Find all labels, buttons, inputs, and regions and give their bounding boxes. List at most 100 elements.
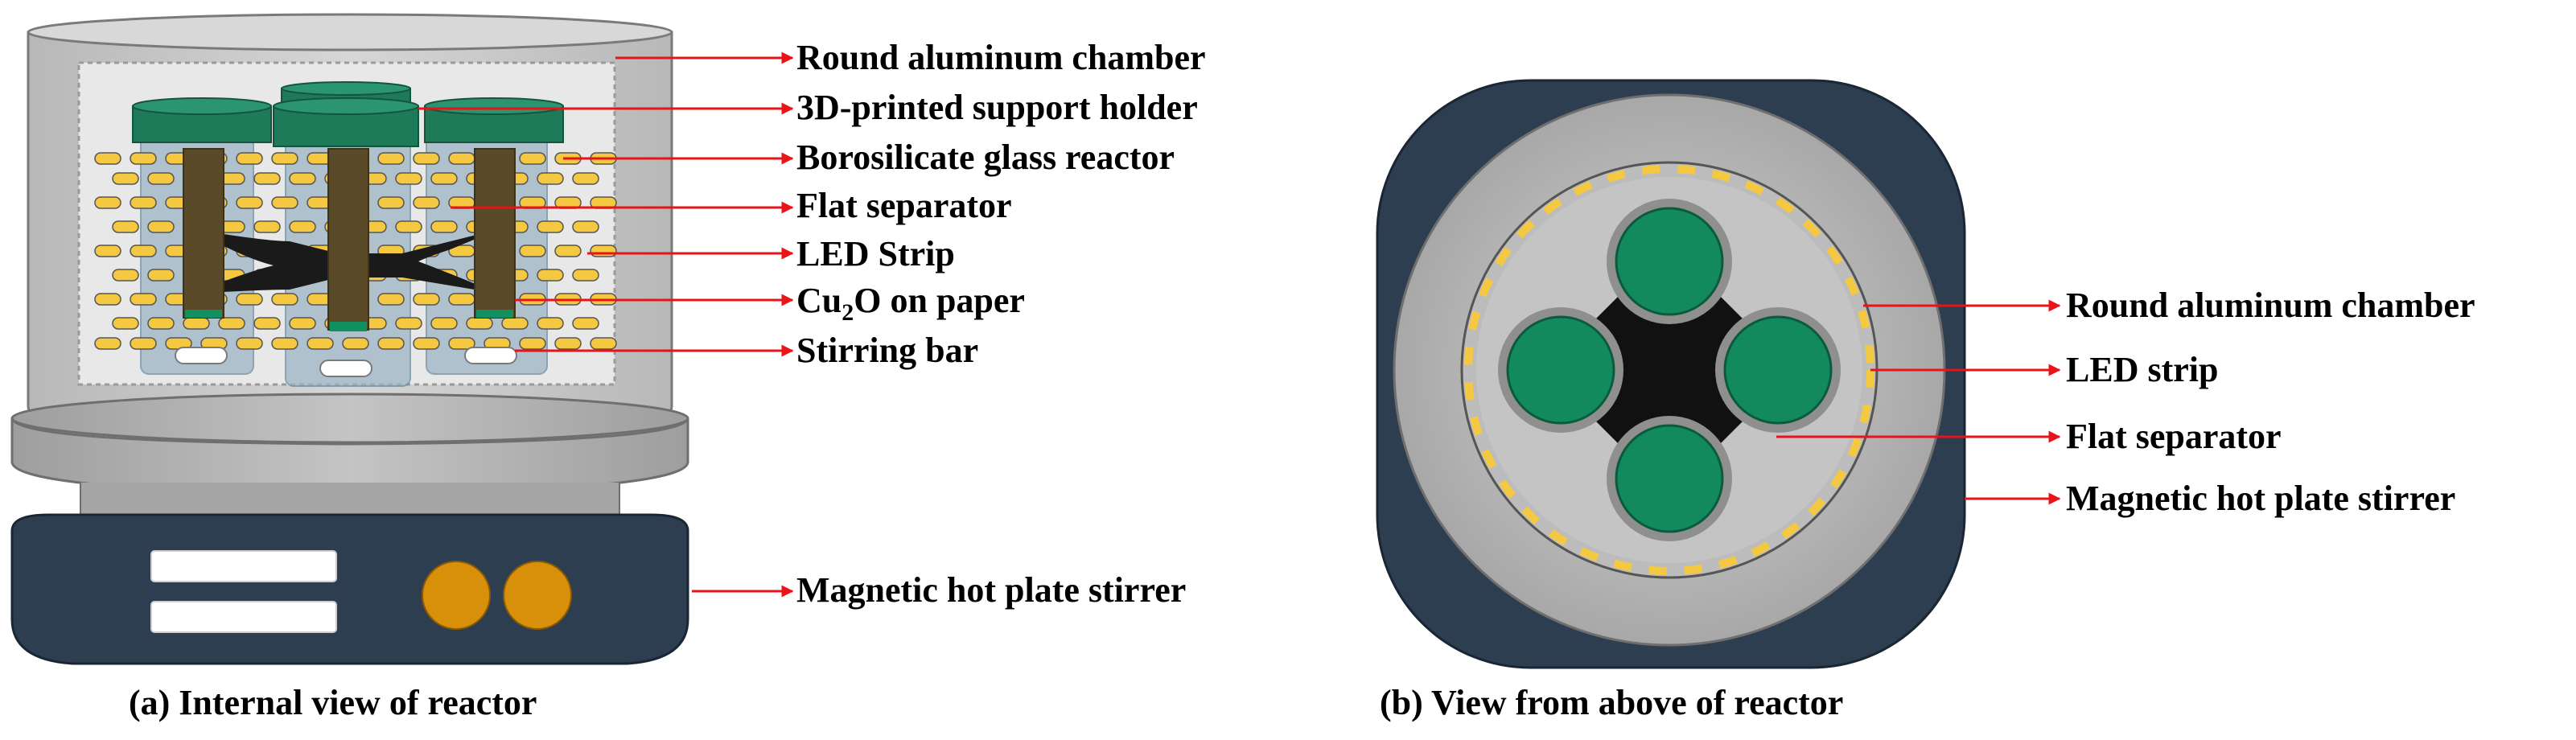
led-capsule — [130, 245, 157, 257]
led-capsule — [466, 317, 493, 330]
led-capsule — [271, 196, 298, 209]
led-capsule — [537, 172, 564, 185]
label-led-b: LED strip — [2066, 350, 2218, 389]
led-capsule — [236, 293, 263, 306]
led-capsule — [395, 172, 422, 185]
label-separator-a: Flat separator — [796, 186, 1012, 225]
led-capsule — [377, 337, 405, 350]
led-capsule — [413, 196, 440, 209]
panel-b-arrows — [1776, 299, 2061, 505]
cu2o-paper-left — [183, 148, 224, 319]
label-holder-a: 3D-printed support holder — [796, 88, 1198, 127]
led-capsule — [537, 269, 564, 282]
led-capsule — [430, 220, 458, 233]
cu2o-paper-center — [327, 148, 369, 331]
led-capsule — [342, 337, 369, 350]
led-capsule — [147, 317, 175, 330]
led-capsule — [112, 269, 139, 282]
led-capsule — [395, 220, 422, 233]
support-holder-left — [132, 97, 272, 143]
led-capsule — [236, 196, 263, 209]
led-capsule — [236, 152, 263, 165]
led-capsule — [413, 337, 440, 350]
led-capsule — [253, 172, 281, 185]
support-holder-right — [424, 97, 564, 143]
top-reactors — [1498, 199, 1841, 541]
led-capsule — [377, 293, 405, 306]
led-capsule — [112, 317, 139, 330]
led-capsule — [413, 293, 440, 306]
led-capsule — [271, 293, 298, 306]
led-capsule — [253, 220, 281, 233]
led-capsule — [590, 337, 617, 350]
label-reactor-a: Borosilicate glass reactor — [796, 138, 1175, 177]
led-capsule — [448, 152, 475, 165]
led-capsule — [519, 245, 546, 257]
label-chamber-b: Round aluminum chamber — [2066, 286, 2475, 325]
led-capsule — [112, 220, 139, 233]
panel-a: Round aluminum chamber 3D-printed suppor… — [10, 13, 1206, 722]
led-capsule — [307, 337, 334, 350]
led-capsule — [112, 172, 139, 185]
label-plate-a: Magnetic hot plate stirrer — [796, 570, 1186, 610]
label-cu2o-a: Cu2O on paper — [796, 281, 1025, 326]
led-capsule — [94, 337, 121, 350]
led-capsule — [94, 293, 121, 306]
led-capsule — [554, 245, 582, 257]
label-plate-b: Magnetic hot plate stirrer — [2066, 479, 2455, 518]
led-capsule — [236, 337, 263, 350]
led-capsule — [572, 172, 599, 185]
stirring-bar-right — [464, 347, 517, 364]
led-capsule — [94, 196, 121, 209]
led-capsule — [377, 196, 405, 209]
panel-a-arrows — [418, 51, 794, 598]
display-panel-top — [150, 550, 337, 582]
flat-separator-top — [1545, 245, 1794, 495]
led-capsule — [289, 220, 316, 233]
led-capsule — [501, 317, 529, 330]
led-capsule — [147, 220, 175, 233]
led-capsule — [395, 317, 422, 330]
led-capsule — [271, 337, 298, 350]
hot-plate-top — [10, 393, 689, 524]
caption-panel-a: (a) Internal view of reactor — [129, 683, 537, 722]
led-capsule — [430, 317, 458, 330]
led-capsule — [572, 269, 599, 282]
label-separator-b: Flat separator — [2066, 417, 2282, 456]
led-capsule — [572, 317, 599, 330]
label-led-a: LED Strip — [796, 234, 955, 273]
led-capsule — [448, 293, 475, 306]
led-capsule — [253, 317, 281, 330]
led-capsule — [130, 152, 157, 165]
control-knob-left — [422, 561, 491, 630]
led-capsule — [130, 196, 157, 209]
led-capsule — [413, 152, 440, 165]
led-capsule — [289, 172, 316, 185]
hot-plate-body — [10, 513, 689, 665]
led-capsule — [147, 172, 175, 185]
label-chamber-a: Round aluminum chamber — [796, 38, 1206, 77]
led-capsule — [289, 317, 316, 330]
display-panel-bottom — [150, 601, 337, 633]
led-capsule — [537, 220, 564, 233]
led-capsule — [130, 337, 157, 350]
panel-b: Round aluminum chamber LED strip Flat se… — [1376, 79, 2475, 722]
led-capsule — [377, 152, 405, 165]
label-stir-a: Stirring bar — [796, 331, 978, 370]
led-capsule — [519, 337, 546, 350]
cu2o-paper-right — [474, 148, 516, 319]
led-capsule — [554, 337, 582, 350]
led-capsule — [218, 317, 245, 330]
led-capsule — [537, 317, 564, 330]
stirring-bar-left — [175, 347, 228, 364]
led-capsule — [590, 245, 617, 257]
led-capsule — [183, 317, 210, 330]
led-capsule — [94, 152, 121, 165]
led-capsule — [271, 152, 298, 165]
control-knob-right — [503, 561, 572, 630]
led-capsule — [94, 245, 121, 257]
led-capsule — [572, 220, 599, 233]
support-holder-center — [273, 97, 419, 147]
led-capsule — [430, 172, 458, 185]
